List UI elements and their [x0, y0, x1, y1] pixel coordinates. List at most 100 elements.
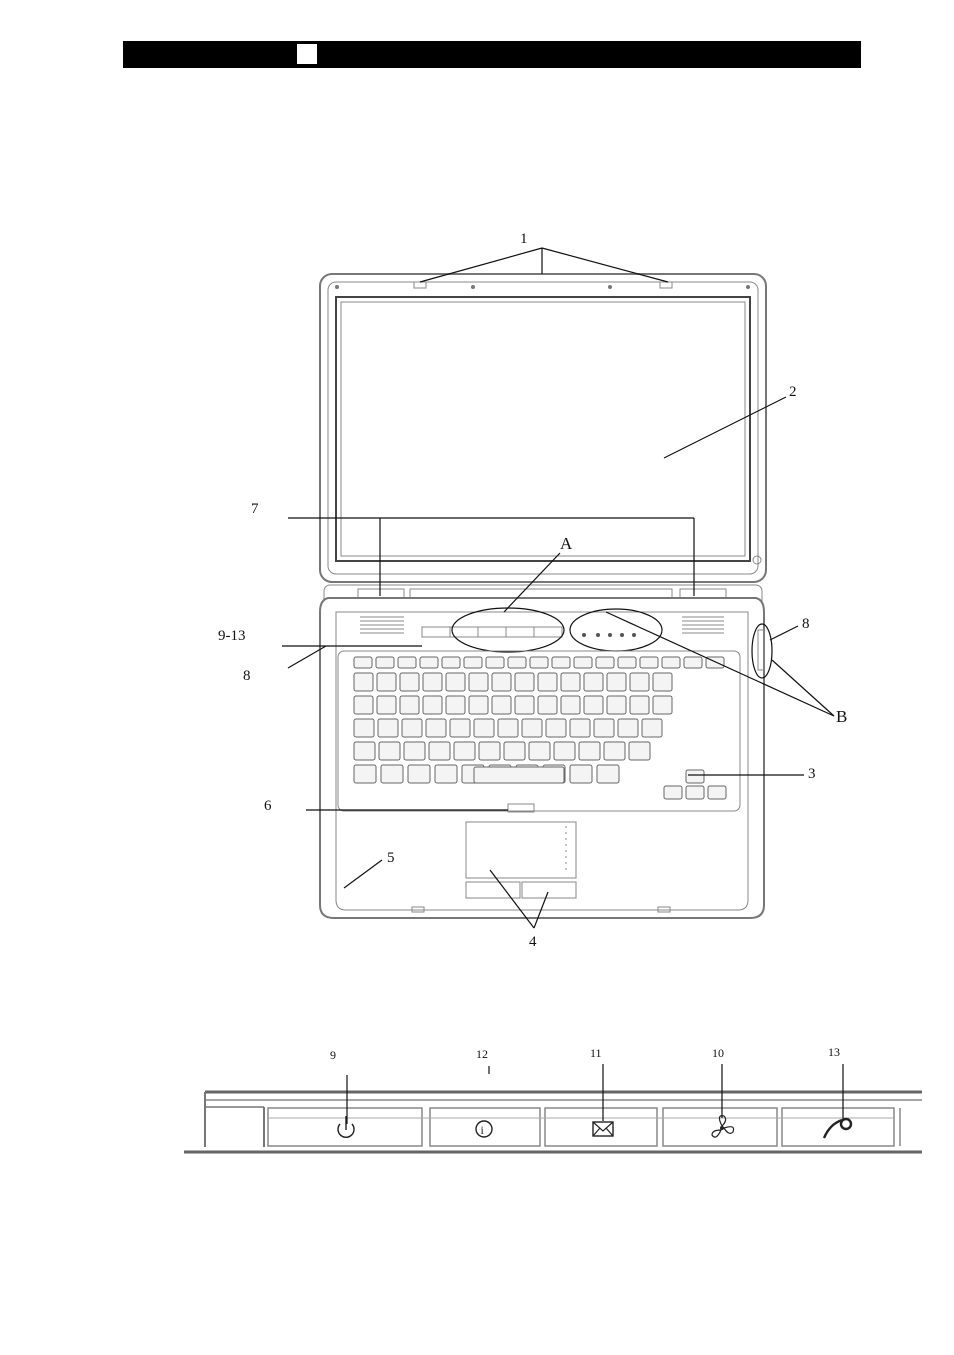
keyboard-key — [377, 696, 396, 714]
keyboard-key — [642, 719, 662, 737]
keyboard-key — [446, 673, 465, 691]
button-panel-detail: i 9 12 11 10 13 — [184, 1045, 922, 1152]
panel-label-12: 12 — [476, 1047, 488, 1061]
keyboard-key — [423, 673, 442, 691]
keyboard-key — [574, 657, 592, 668]
keyboard-key — [618, 719, 638, 737]
keyboard-key — [492, 673, 511, 691]
laptop-lid — [320, 274, 766, 582]
keyboard-key — [630, 673, 649, 691]
keyboard-key — [377, 673, 396, 691]
keyboard-key — [561, 673, 580, 691]
keyboard-key — [408, 765, 430, 783]
keyboard-key — [508, 657, 526, 668]
keyboard-key — [515, 673, 534, 691]
keyboard-key — [402, 719, 422, 737]
label-9-13: 9-13 — [218, 628, 246, 644]
keyboard-key — [426, 719, 446, 737]
keyboard-key — [400, 673, 419, 691]
keyboard-key — [629, 742, 650, 760]
keyboard-key — [570, 765, 592, 783]
keyboard-key — [552, 657, 570, 668]
keyboard-key — [596, 657, 614, 668]
keyboard-key — [653, 673, 672, 691]
label-4: 4 — [529, 934, 537, 950]
keyboard-key — [570, 719, 590, 737]
keyboard-key — [604, 742, 625, 760]
label-A: A — [560, 534, 573, 553]
keyboard-key — [354, 765, 376, 783]
label-8-left: 8 — [243, 668, 251, 684]
keyboard-key — [450, 719, 470, 737]
keyboard-key — [354, 696, 373, 714]
keyboard-key — [469, 673, 488, 691]
panel-label-13: 13 — [828, 1045, 840, 1059]
panel-label-11: 11 — [590, 1046, 602, 1060]
keyboard-key — [435, 765, 457, 783]
keyboard-key — [530, 657, 548, 668]
keyboard-key — [498, 719, 518, 737]
keyboard-key — [420, 657, 438, 668]
keyboard-key — [354, 657, 372, 668]
keyboard-key — [379, 742, 400, 760]
label-8-right: 8 — [802, 616, 810, 632]
panel-label-10: 10 — [712, 1046, 724, 1060]
keyboard-key — [522, 719, 542, 737]
keyboard-key — [640, 657, 658, 668]
keyboard-key — [486, 657, 504, 668]
keyboard-key — [662, 657, 680, 668]
keyboard-key — [594, 719, 614, 737]
keyboard-key — [464, 657, 482, 668]
keyboard-key — [579, 742, 600, 760]
keyboard-key — [515, 696, 534, 714]
spacebar-key — [474, 767, 564, 783]
info-icon: i — [476, 1121, 492, 1137]
keyboard-key — [474, 719, 494, 737]
keyboard-key — [354, 742, 375, 760]
keyboard-key — [529, 742, 550, 760]
arrow-key — [708, 786, 726, 799]
keyboard-key — [454, 742, 475, 760]
keyboard-key — [584, 673, 603, 691]
label-6: 6 — [264, 798, 272, 814]
arrow-key — [686, 786, 704, 799]
label-1: 1 — [520, 231, 528, 247]
keyboard-key — [398, 657, 416, 668]
keyboard-key — [381, 765, 403, 783]
keyboard-key — [354, 673, 373, 691]
svg-text:i: i — [481, 1123, 485, 1137]
keyboard-key — [554, 742, 575, 760]
keyboard-key — [630, 696, 649, 714]
keyboard-key — [429, 742, 450, 760]
mail-icon — [593, 1122, 613, 1136]
label-7: 7 — [251, 501, 259, 517]
keyboard-key — [354, 719, 374, 737]
keyboard-key — [618, 657, 636, 668]
keyboard-key — [492, 696, 511, 714]
label-5: 5 — [387, 850, 395, 866]
power-icon — [338, 1116, 354, 1137]
keyboard-key — [607, 696, 626, 714]
label-3: 3 — [808, 766, 816, 782]
arrow-key — [686, 770, 704, 783]
keyboard-key — [469, 696, 488, 714]
keyboard-key — [423, 696, 442, 714]
label-2: 2 — [789, 384, 797, 400]
keyboard-key — [584, 696, 603, 714]
keyboard-key — [378, 719, 398, 737]
label-B: B — [836, 707, 847, 726]
keyboard-key — [538, 696, 557, 714]
keyboard-key — [479, 742, 500, 760]
internet-icon — [824, 1119, 851, 1138]
keyboard-key — [546, 719, 566, 737]
keyboard-key — [404, 742, 425, 760]
keyboard-key — [684, 657, 702, 668]
keyboard-key — [446, 696, 465, 714]
keyboard-key — [653, 696, 672, 714]
fan-icon — [712, 1116, 734, 1137]
keyboard-key — [561, 696, 580, 714]
keyboard-key — [376, 657, 394, 668]
keyboard-key — [538, 673, 557, 691]
keyboard-key — [504, 742, 525, 760]
